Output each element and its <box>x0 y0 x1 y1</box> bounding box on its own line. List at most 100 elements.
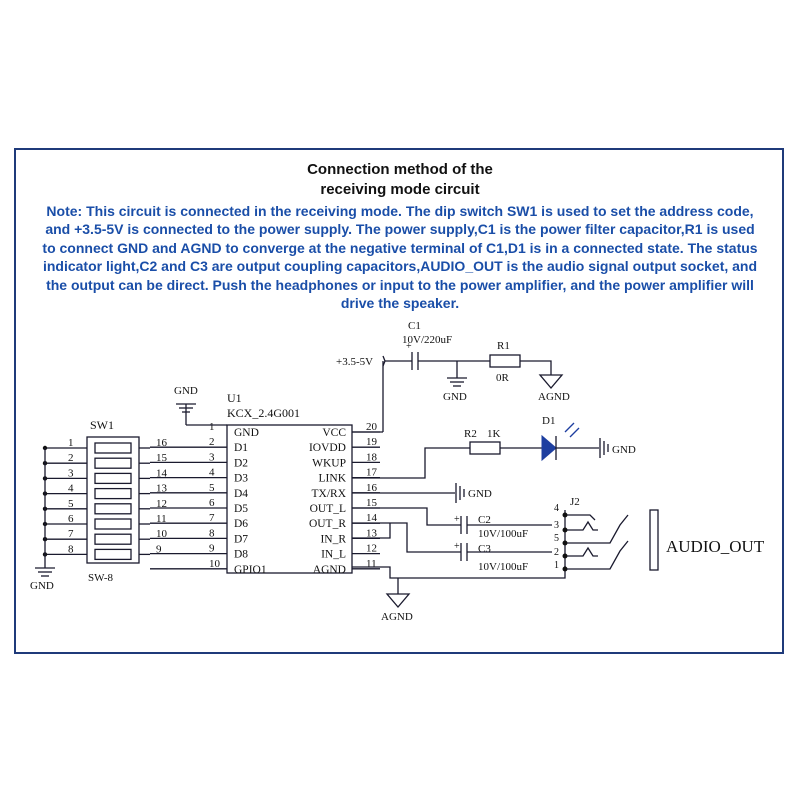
u1-pin-number: 14 <box>366 512 378 524</box>
r1-ref: R1 <box>497 340 510 352</box>
agnd-label-u1: AGND <box>381 611 413 623</box>
j2-pin-3: 3 <box>554 520 559 531</box>
u1-pin-name: IN_R <box>320 533 346 545</box>
j2-pin-5: 5 <box>554 533 559 544</box>
sw1-ref: SW1 <box>90 418 114 432</box>
sw1-pin-number: 15 <box>156 452 168 464</box>
u1-pin-number: 20 <box>366 421 378 433</box>
title-line-2: receiving mode circuit <box>320 181 480 198</box>
u1-pin-name: WKUP <box>312 457 346 469</box>
u1-pin-number: 17 <box>366 467 378 479</box>
u1-pin-name: D4 <box>234 488 248 500</box>
j2-pin-2: 2 <box>554 547 559 558</box>
u1-pin-number: 19 <box>366 436 378 448</box>
sw1-pin-number: 13 <box>156 483 168 495</box>
r1-value: 0R <box>496 372 510 384</box>
u1-pin-name: D5 <box>234 503 248 515</box>
u1-pin-name: D2 <box>234 457 248 469</box>
u1-pin-number: 10 <box>209 558 221 570</box>
sw1-pin-number: 11 <box>156 513 167 525</box>
c3-ref: C3 <box>478 543 491 555</box>
sw1-switch <box>94 518 132 530</box>
sw1-pin-number: 8 <box>68 543 74 555</box>
sw1-switch <box>94 457 132 469</box>
agnd-symbol-r1 <box>538 374 564 390</box>
u1-body <box>226 424 353 574</box>
u1-ref: U1 <box>227 391 242 405</box>
u1-pin-name: D3 <box>234 473 248 485</box>
agnd-label-r1: AGND <box>538 391 570 403</box>
sw1-switch <box>94 442 132 454</box>
u1-pin-number: 16 <box>366 482 378 494</box>
outr-wire <box>352 522 461 553</box>
c3-value: 10V/100uF <box>478 561 528 573</box>
gnd-symbol-c1 <box>447 377 467 387</box>
gnd-label-d1: GND <box>612 444 636 456</box>
c1-capacitor <box>411 352 419 370</box>
u1-pin-number: 7 <box>209 512 215 524</box>
u1-pin-name: GND <box>234 427 259 439</box>
c1-ref: C1 <box>408 320 421 332</box>
u1-pin-number: 5 <box>209 482 215 494</box>
agnd-bus <box>352 566 566 579</box>
gnd-label-txrx: GND <box>468 488 492 500</box>
sw1-pin-number: 7 <box>68 528 74 540</box>
c3-plus: + <box>454 541 460 552</box>
sw1-switch <box>94 503 132 515</box>
sw1-switch <box>94 487 132 500</box>
sw1-pin-number: 10 <box>156 528 168 540</box>
u1-pin-number: 8 <box>209 527 215 539</box>
vplus-label: +3.5-5V <box>336 356 373 368</box>
sw1-switch <box>94 533 132 545</box>
u1-pin-number: 11 <box>366 558 377 570</box>
gnd-symbol-u1 <box>176 403 227 426</box>
u1-part: KCX_2.4G001 <box>227 406 300 420</box>
u1-pin-name: GPIO1 <box>234 564 267 576</box>
c2-capacitor <box>460 516 468 534</box>
c2-ref: C2 <box>478 514 491 526</box>
u1-pin-name: D8 <box>234 549 248 561</box>
d1-led <box>541 434 557 462</box>
u1-pin-name: AGND <box>313 564 346 576</box>
u1-pin-number: 3 <box>209 451 215 463</box>
j2-pin-4: 4 <box>554 503 559 514</box>
u1-pin-name: IOVDD <box>309 442 346 454</box>
j2-ref: J2 <box>570 496 580 508</box>
u1-pin-number: 9 <box>209 543 215 555</box>
audio-out-label: AUDIO_OUT <box>666 537 765 556</box>
inr-wire <box>352 523 391 539</box>
u1-pin-name: D1 <box>234 442 248 454</box>
u1-pin-number: 15 <box>366 497 378 509</box>
u1-pin-name: OUT_L <box>310 503 346 515</box>
d1-light-arrow-2 <box>569 427 580 438</box>
r2-value: 1K <box>487 428 501 440</box>
u1-pin-number: 13 <box>366 527 378 539</box>
sw1-switch <box>94 472 132 485</box>
r2-resistor <box>469 441 501 455</box>
sw1-switch <box>94 548 132 561</box>
gnd-symbol-sw1 <box>35 567 55 577</box>
sw1-pin-number: 6 <box>68 513 74 525</box>
gnd-symbol-txrx <box>455 483 465 503</box>
sw1-pin-number: 16 <box>156 437 168 449</box>
u1-pin-name: LINK <box>319 473 347 485</box>
u1-pin-name: TX/RX <box>312 488 347 500</box>
c2-plus: + <box>454 514 460 525</box>
u1-pin-number: 18 <box>366 451 378 463</box>
j2-pin-1: 1 <box>554 560 559 571</box>
d1-light-arrow-1 <box>564 422 575 433</box>
u1-pin-number: 2 <box>209 436 215 448</box>
diagram-title: Connection method of the receiving mode … <box>0 160 800 200</box>
j2-contacts <box>562 509 659 572</box>
u1-pin-number: 12 <box>366 543 377 555</box>
title-line-1: Connection method of the <box>307 161 493 178</box>
u1-pin-name: D7 <box>234 533 248 545</box>
u1-pin-number: 6 <box>209 497 215 509</box>
u1-pin-number: 1 <box>209 421 215 433</box>
sw1-pin-number: 5 <box>68 498 74 510</box>
description-note: Note: This circuit is connected in the r… <box>42 203 758 312</box>
c3-capacitor <box>460 543 468 561</box>
